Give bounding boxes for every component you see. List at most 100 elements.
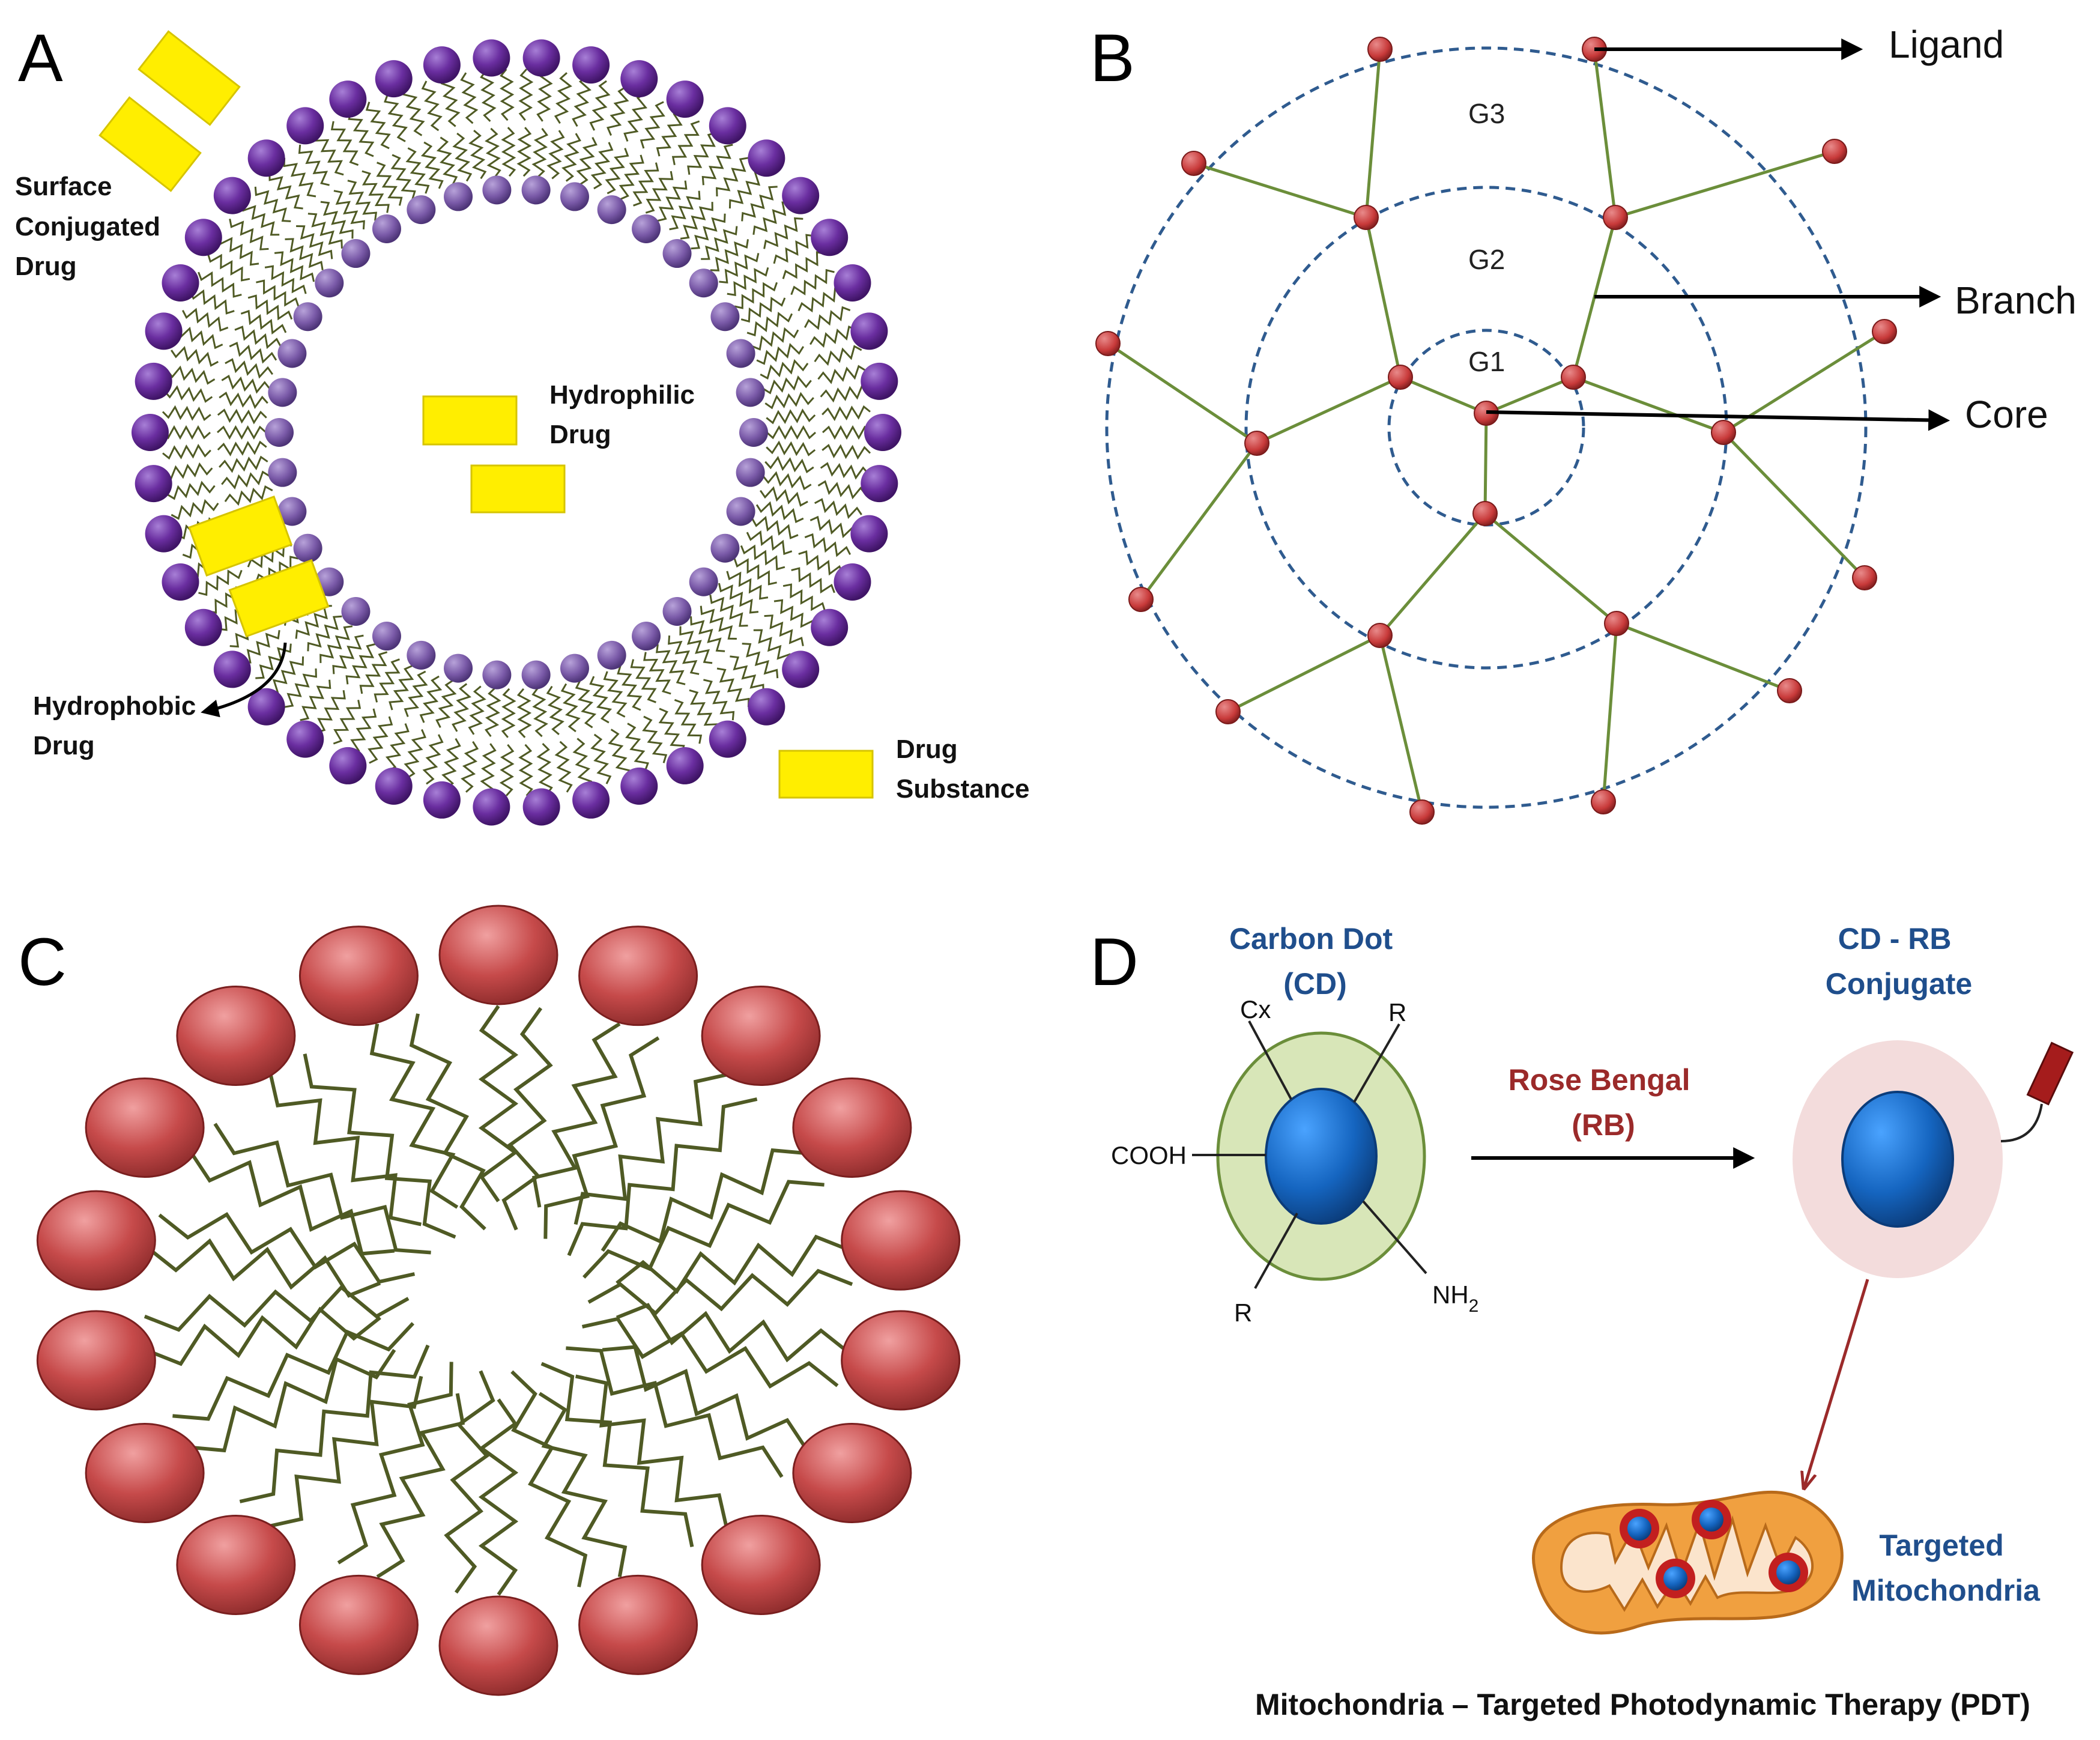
dendrimer-node xyxy=(1561,365,1586,390)
bilayer-heads xyxy=(132,39,901,826)
lipid-tail xyxy=(300,679,331,721)
surfactant-tail xyxy=(444,1370,495,1594)
mito-conjugate-particle xyxy=(1620,1509,1659,1548)
lipid-tail xyxy=(671,120,700,165)
surfactant-head xyxy=(701,1514,821,1615)
branch-edge xyxy=(1483,413,1488,514)
lipid-tail xyxy=(797,287,843,313)
surfactant-head xyxy=(298,1574,419,1675)
lipid-tail xyxy=(625,723,649,772)
lipid-tail xyxy=(645,171,674,214)
lipid-tail xyxy=(803,306,851,330)
lipid-head-inner xyxy=(662,239,692,268)
lipid-tail xyxy=(822,425,872,440)
drug-substance-legend-swatch xyxy=(778,750,874,799)
lipid-tail xyxy=(746,311,793,337)
lipid-tail xyxy=(546,685,564,735)
lipid-head-inner xyxy=(341,239,371,268)
lipid-head-outer xyxy=(782,177,820,214)
cd-rb-conjugate xyxy=(1793,1040,2074,1278)
lipid-tail xyxy=(756,342,805,365)
lipid-tail xyxy=(217,235,259,266)
lipid-tail xyxy=(501,127,516,177)
rose-bengal-tag xyxy=(2026,1041,2074,1106)
lipid-head-outer xyxy=(572,46,610,84)
surfactant-tail xyxy=(582,1180,825,1279)
lipid-tail xyxy=(820,462,870,480)
lipid-tail xyxy=(716,157,749,197)
lipid-head-outer xyxy=(811,219,849,256)
lipid-tail xyxy=(376,162,403,206)
lipid-head-inner xyxy=(736,458,765,487)
lipid-tail xyxy=(726,571,769,600)
lipid-head-outer xyxy=(522,39,560,77)
mitochondrion xyxy=(1532,1490,1844,1635)
generation-label: G2 xyxy=(1468,244,1505,275)
lipid-head-inner xyxy=(482,175,512,205)
surfactant-tail xyxy=(144,1285,410,1332)
surfactant-tail xyxy=(148,1306,381,1366)
lipid-head-inner xyxy=(560,653,589,683)
lipid-tail xyxy=(384,93,408,142)
surfactant-tail xyxy=(616,1234,849,1294)
surfactant-tail xyxy=(172,1322,414,1421)
branch-edge xyxy=(1484,512,1618,625)
carbon-dot-core xyxy=(1265,1088,1378,1225)
lipid-head-outer xyxy=(834,563,871,601)
targeting-arrow xyxy=(1805,1279,1869,1487)
lipid-tail xyxy=(589,676,613,724)
surfactant-tail xyxy=(239,1344,430,1503)
surfactant-head xyxy=(578,926,698,1026)
lipid-head-outer xyxy=(132,414,169,451)
lipid-tail xyxy=(219,455,268,473)
surfactant-head xyxy=(841,1310,961,1411)
branch-edge xyxy=(1193,162,1367,219)
lipid-head-inner xyxy=(689,268,718,298)
rb-linker xyxy=(2000,1103,2043,1142)
surfactant-head xyxy=(85,1078,205,1178)
lipid-tail xyxy=(658,708,685,754)
hydrophobic-drugs xyxy=(188,495,330,638)
lipid-tail xyxy=(224,485,273,506)
branch-edge xyxy=(1139,442,1259,601)
lipid-tail xyxy=(709,595,748,627)
lipid-tail xyxy=(782,251,825,279)
lipid-head-inner xyxy=(268,378,297,407)
lipid-tail xyxy=(240,309,287,335)
lipid-head-outer xyxy=(375,767,413,805)
carbon-dot: Cx R COOH R NH2 xyxy=(1111,995,1478,1327)
lipid-head-outer xyxy=(247,139,285,177)
lipid-tail xyxy=(500,68,515,121)
lipid-tail xyxy=(332,634,364,674)
branch-edge xyxy=(1593,49,1617,218)
branch-edge xyxy=(1722,431,1866,579)
r-top-bond xyxy=(1353,1023,1400,1103)
lipid-head-outer xyxy=(286,720,324,758)
lipid-tail xyxy=(719,253,760,283)
surfactant-tail xyxy=(478,1398,519,1596)
lipid-tail xyxy=(817,365,867,384)
surfactant-tail xyxy=(270,1375,423,1528)
lipid-tail xyxy=(630,659,657,703)
lipid-tail xyxy=(608,729,631,778)
lipid-tail xyxy=(484,687,501,737)
surfactant-tail xyxy=(543,1036,660,1239)
lipid-head-inner xyxy=(726,339,755,368)
surfactant-tail xyxy=(376,1393,465,1578)
lipid-head-inner xyxy=(482,660,512,690)
lipid-tail xyxy=(501,688,516,738)
surfactant-tail xyxy=(369,1023,459,1209)
lipid-tail xyxy=(219,392,268,410)
lipid-head-outer xyxy=(782,650,820,688)
lipid-tail xyxy=(766,408,816,425)
lipid-tail xyxy=(402,86,425,136)
lipid-head-outer xyxy=(162,264,199,302)
lipid-head-outer xyxy=(162,563,199,601)
lipid-head-outer xyxy=(861,362,898,400)
dendrimer-node xyxy=(1603,205,1628,230)
branch-edge xyxy=(1602,623,1618,802)
lipid-head-outer xyxy=(423,781,461,819)
cx-bond xyxy=(1248,1020,1292,1100)
lipid-tail xyxy=(207,253,250,282)
lipid-tail xyxy=(217,425,267,440)
